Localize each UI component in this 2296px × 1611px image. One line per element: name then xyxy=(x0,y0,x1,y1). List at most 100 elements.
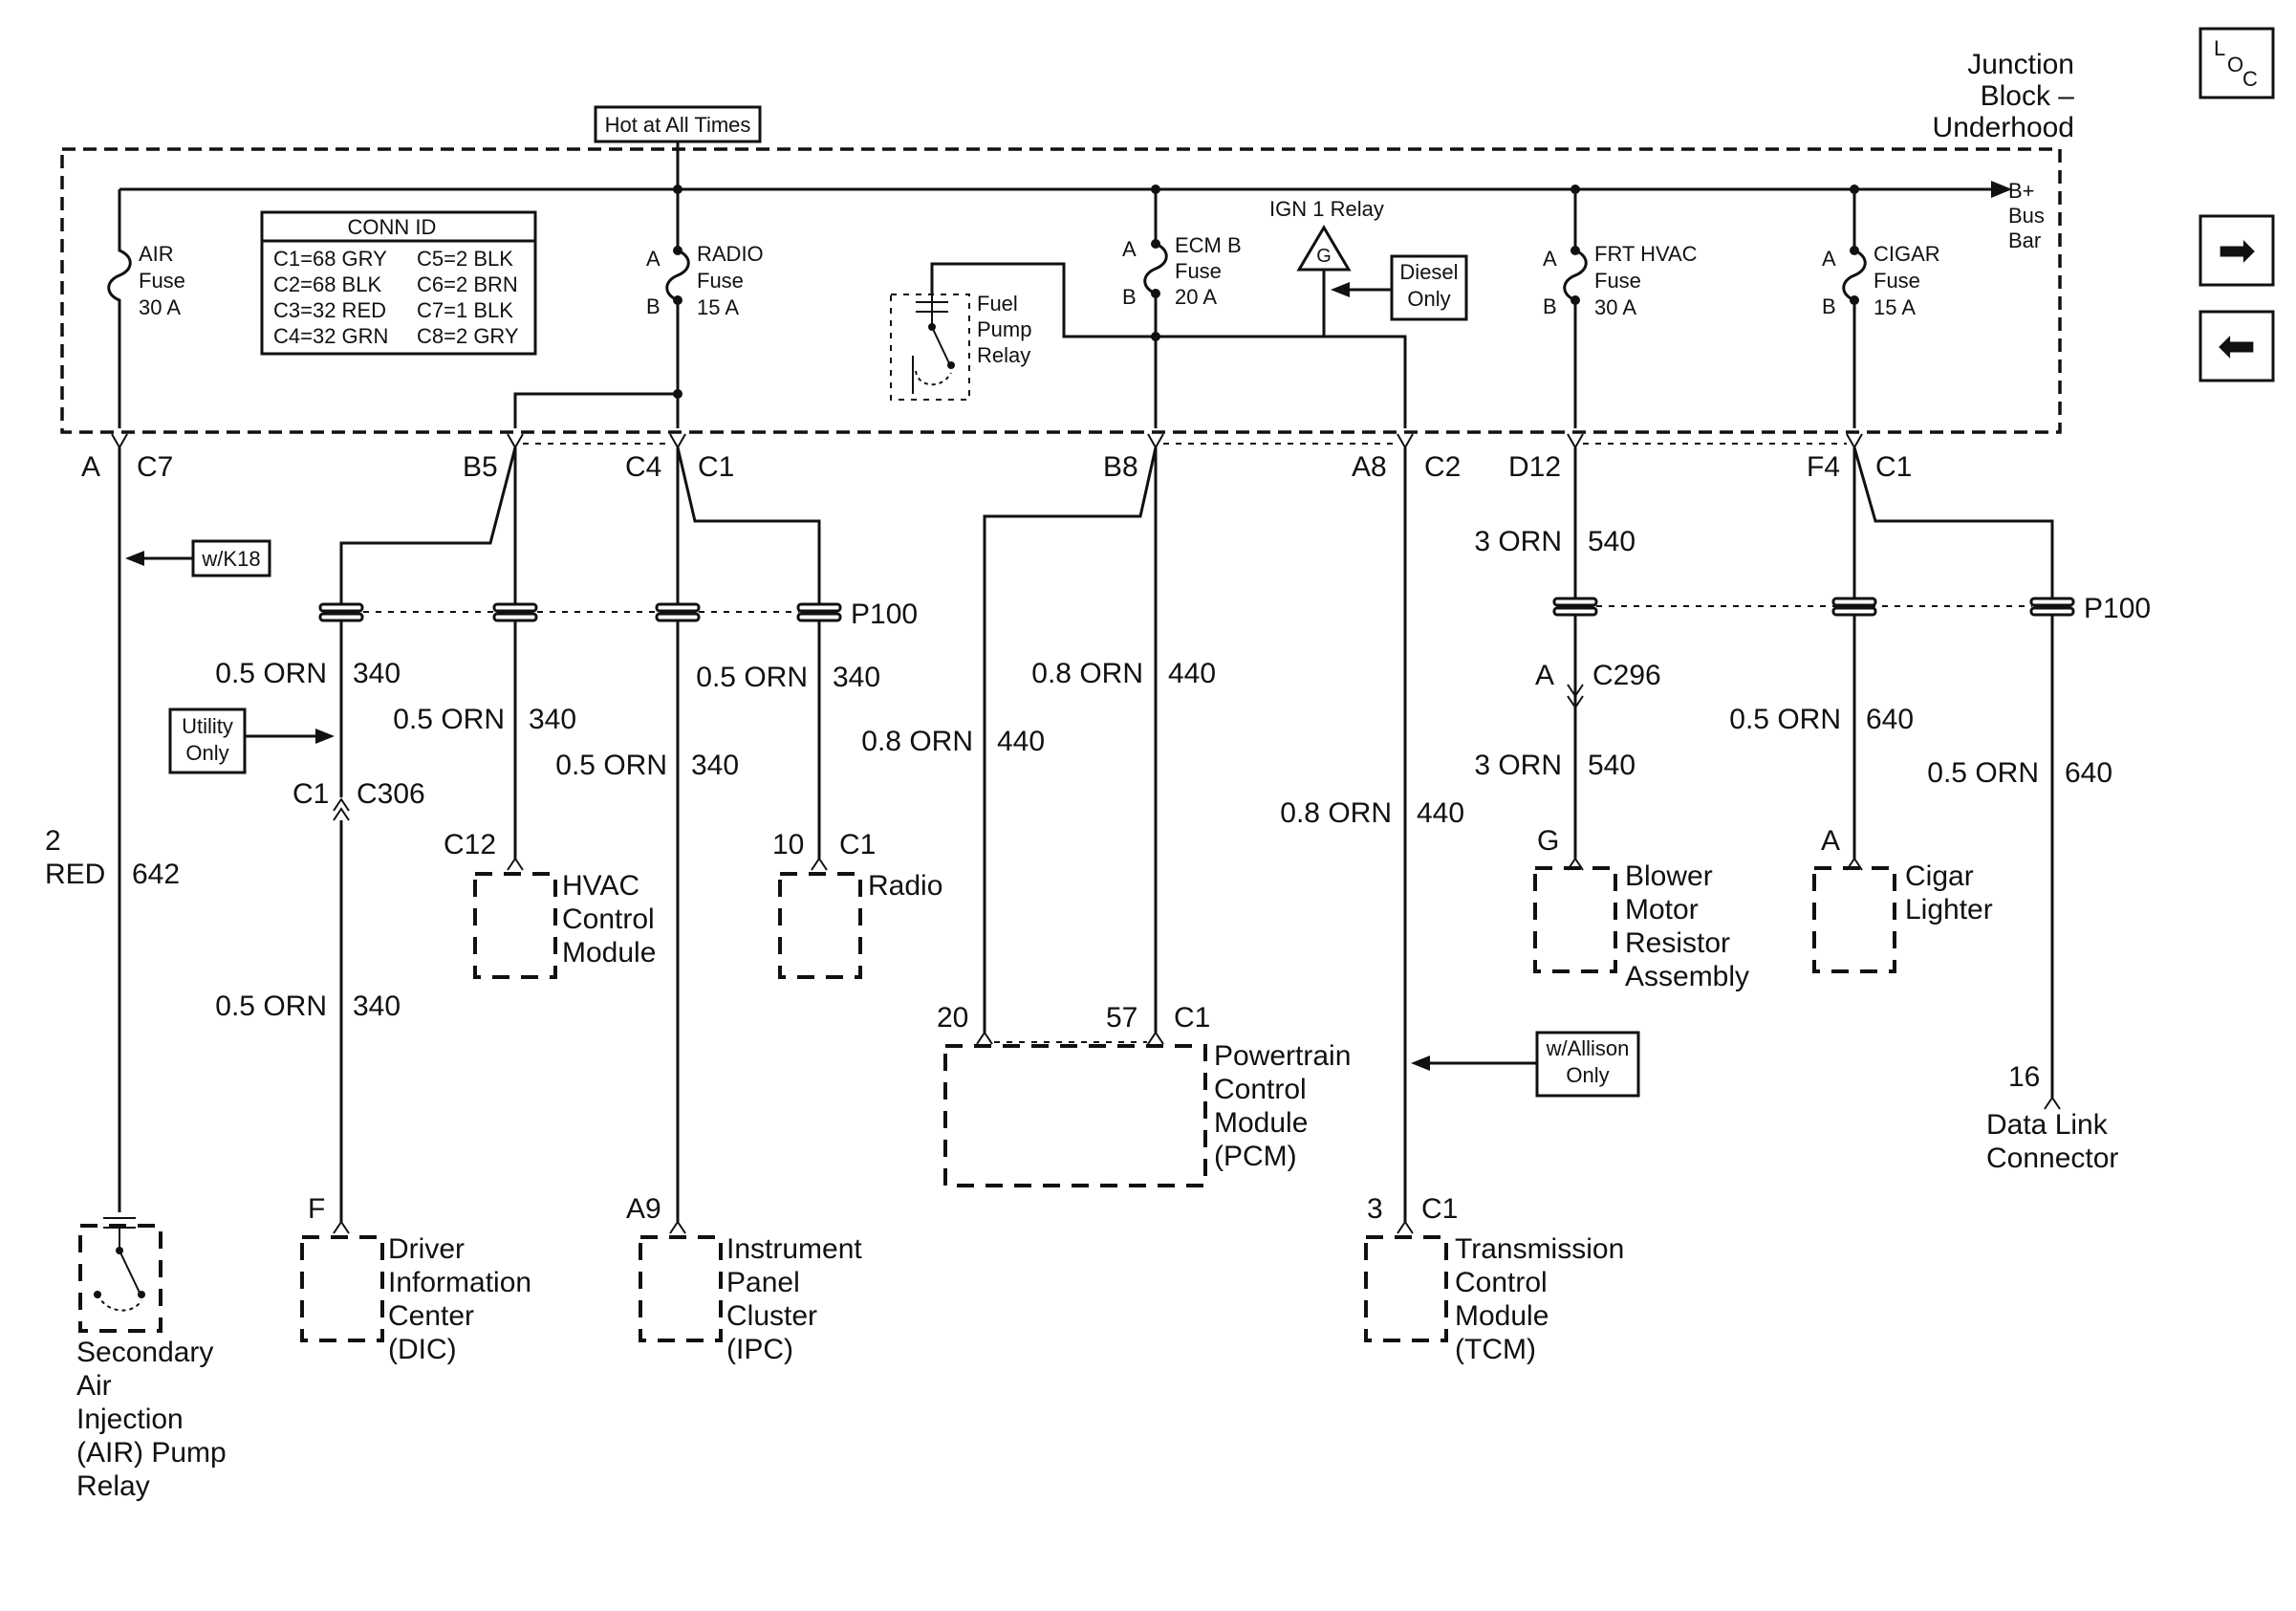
radio-module-box xyxy=(778,872,862,979)
frt-fuse-b: B xyxy=(1543,294,1557,318)
bus-bar-arrow xyxy=(1991,181,2012,198)
frt-fuse-wire xyxy=(1563,189,1588,428)
pcm-pin-1: 20 xyxy=(937,1002,968,1034)
w-allison-box xyxy=(1535,1031,1640,1098)
wire-size: 0.8 ORN xyxy=(1031,658,1143,689)
ipc-label-4: (IPC) xyxy=(726,1334,793,1365)
splice-pin xyxy=(2029,597,2075,607)
p100-left-splice: P100 xyxy=(318,599,918,630)
conn-id-table: CONN ID C1=68 GRY C5=2 BLK C2=68 BLK C6=… xyxy=(260,210,537,356)
b5-dic-wire xyxy=(339,446,517,604)
tcm-module-box xyxy=(1364,1235,1448,1342)
tcm-conn: C1 xyxy=(1421,1193,1458,1225)
wire-size: 0.5 ORN xyxy=(215,991,327,1022)
frt-fuse-label-3: 30 A xyxy=(1594,295,1636,319)
wire-circuit: 340 xyxy=(691,750,739,781)
w-allison-2: Only xyxy=(1566,1063,1609,1087)
radio-fuse-b: B xyxy=(646,294,661,318)
relay-switch-contact xyxy=(947,361,955,369)
blower-label-3: Resistor xyxy=(1625,927,1730,959)
arrow-right-icon: ➡ xyxy=(2218,226,2256,276)
cigar-fuse: A B CIGAR Fuse 15 A xyxy=(1822,189,1940,428)
ecm-b-fuse: A B ECM B Fuse 20 A xyxy=(1122,189,1242,428)
cigar-pin: A xyxy=(1821,825,1840,857)
radio-fuse-wire xyxy=(665,189,690,428)
next-button-frame[interactable] xyxy=(2199,214,2275,287)
cigar-fuse-label-1: CIGAR xyxy=(1874,242,1940,266)
utility-only-2: Only xyxy=(185,741,228,765)
dlc-label-1: Data Link xyxy=(1986,1109,2109,1141)
wire-size: 0.5 ORN xyxy=(696,662,808,693)
fuel-pump-label-1: Fuel xyxy=(977,292,1018,316)
ipc-label-1: Instrument xyxy=(726,1233,862,1265)
radio-pin: 10 xyxy=(772,829,804,860)
ipc-chevron xyxy=(669,1220,686,1234)
cigar-fuse-label-3: 15 A xyxy=(1874,295,1916,319)
wire-circuit: 640 xyxy=(2065,757,2112,789)
utility-only-box xyxy=(168,708,247,774)
splice-pin xyxy=(492,602,538,613)
pcm-label-4: (PCM) xyxy=(1214,1141,1297,1172)
arrow-left-icon: ⬅ xyxy=(2218,321,2256,372)
p100-left-label: P100 xyxy=(851,599,918,630)
c1-radio-wire xyxy=(676,446,821,604)
previous-page-button[interactable]: ⬅ xyxy=(2199,310,2275,382)
connector-chevron xyxy=(507,433,524,450)
wire-circuit: 340 xyxy=(833,662,880,693)
prev-button-frame[interactable] xyxy=(2199,310,2275,382)
cigar-fuse-wire xyxy=(1842,189,1867,428)
air-fuse-label-1: AIR xyxy=(139,242,174,266)
fuel-pump-relay: Fuel Pump Relay xyxy=(890,262,1407,428)
dic-label-1: Driver xyxy=(388,1233,465,1265)
bus-label-1: B+ xyxy=(2008,179,2035,203)
loc-button-frame[interactable] xyxy=(2199,27,2275,99)
tcm-pin: 3 xyxy=(1367,1193,1383,1225)
conn-id-cell: C3=32 RED xyxy=(273,298,386,322)
fuse-terminal xyxy=(673,246,682,255)
dic-chevron xyxy=(333,1220,350,1234)
conn-id-cell: C4=32 GRN xyxy=(273,324,388,348)
blower-label-1: Blower xyxy=(1625,860,1713,892)
cigar-lighter-box xyxy=(1812,866,1896,973)
wire-circuit: 540 xyxy=(1588,750,1635,781)
pcm-label-1: Powertrain xyxy=(1214,1040,1351,1072)
fuse-terminal xyxy=(1151,289,1160,298)
conn-id-border xyxy=(260,210,537,356)
blower-module-box xyxy=(1533,866,1617,973)
hvac-pin: C12 xyxy=(444,829,496,860)
title-line-2: Block – xyxy=(1981,80,2075,112)
tcm-label-3: Module xyxy=(1455,1300,1549,1332)
wire-size: 0.8 ORN xyxy=(1280,797,1392,829)
c296-chevron xyxy=(1567,684,1584,698)
w-k18-arrow-head xyxy=(125,551,144,566)
radio-fuse-label-1: RADIO xyxy=(697,242,764,266)
air-pump-relay: Secondary Air Injection (AIR) Pump Relay xyxy=(76,1217,227,1502)
wire-circuit: 440 xyxy=(1168,658,1216,689)
air-wire-size-top: 2 xyxy=(45,825,61,857)
fuel-pump-relay-box xyxy=(890,294,970,401)
splice-pin xyxy=(1552,606,1598,617)
wire-circuit: 340 xyxy=(353,991,401,1022)
air-relay-label-2: Air xyxy=(76,1370,112,1402)
next-page-button[interactable]: ➡ xyxy=(2199,214,2275,287)
air-fuse-label-3: 30 A xyxy=(139,295,181,319)
conn-label-f4: F4 xyxy=(1807,451,1840,483)
wire-circuit: 540 xyxy=(1588,526,1635,557)
fuse-terminal xyxy=(1850,246,1859,255)
loc-button[interactable]: L O C xyxy=(2199,27,2275,99)
title-line-3: Underhood xyxy=(1933,112,2074,143)
p100-right-label: P100 xyxy=(2084,593,2151,624)
conn-label-d12: D12 xyxy=(1508,451,1561,483)
relay-coil xyxy=(915,370,952,386)
b8-pcm-pin20-wire xyxy=(983,446,1158,1033)
tcm-label-1: Transmission xyxy=(1455,1233,1624,1265)
radio-label: Radio xyxy=(868,870,942,902)
hvac-label-3: Module xyxy=(562,937,656,969)
connector-chevron xyxy=(1397,433,1414,450)
wire-circuit: 340 xyxy=(529,704,576,735)
diesel-only-2: Only xyxy=(1407,287,1450,311)
p100-right-splice: P100 xyxy=(1552,593,2151,624)
junction-connector-chevrons xyxy=(111,433,1863,450)
loc-letter-o: O xyxy=(2227,53,2243,76)
